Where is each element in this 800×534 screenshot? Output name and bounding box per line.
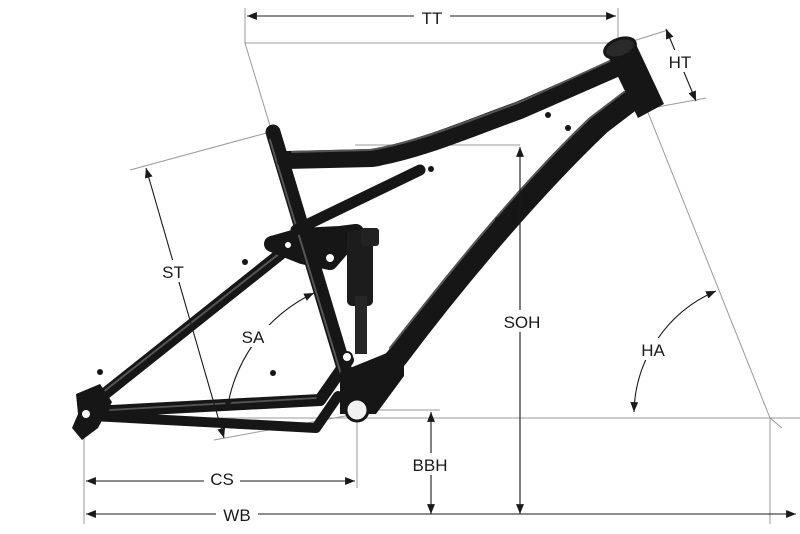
head-tube xyxy=(606,40,664,118)
soh-label: SOH xyxy=(504,313,541,332)
ha-label: HA xyxy=(641,341,665,360)
ht-label: HT xyxy=(669,53,692,72)
cable-guide xyxy=(428,166,434,172)
bbh-label: BBH xyxy=(413,456,448,475)
ha-label-bg xyxy=(636,338,670,360)
sa-label: SA xyxy=(242,328,265,347)
cable-guide xyxy=(431,315,437,321)
rocker-pivot xyxy=(324,252,336,264)
sa-angle-arc xyxy=(224,292,315,411)
cs-label: CS xyxy=(210,470,234,489)
rear-shock-shaft xyxy=(355,296,367,354)
tt-label-bg xyxy=(414,6,450,28)
cable-guide xyxy=(495,217,501,223)
bottom-bracket-gusset xyxy=(340,346,404,414)
construction-lines xyxy=(83,8,800,524)
frame-brace xyxy=(290,164,426,236)
seatstay-pivot xyxy=(283,240,293,250)
ht-bottom-extension xyxy=(651,97,707,109)
seat-stay xyxy=(86,234,304,410)
st-label-bg xyxy=(157,260,191,282)
rear-shock-body xyxy=(347,230,373,306)
cable-guide xyxy=(545,112,551,118)
seat-stay-highlight xyxy=(97,241,295,397)
cs-label-bg xyxy=(204,467,240,489)
bike-frame xyxy=(72,36,664,440)
rear-dropout xyxy=(72,384,112,440)
seat-tube-highlight xyxy=(269,139,351,405)
cable-guide xyxy=(565,125,571,131)
chainstay-pivot xyxy=(341,351,353,363)
ground-tick xyxy=(769,417,783,429)
cable-guide xyxy=(242,259,248,265)
tt-label: TT xyxy=(422,9,443,28)
top-tube-highlight xyxy=(291,59,613,153)
st-label: ST xyxy=(162,263,184,282)
top-tube xyxy=(277,59,625,169)
cable-guide xyxy=(270,370,276,376)
dimension-labels: TT HT ST SA SOH HA CS BBH WB xyxy=(157,6,698,525)
head-axis-guide xyxy=(644,104,771,419)
st-dimension xyxy=(144,167,226,439)
dimension-lines xyxy=(86,12,796,518)
soh-label-bg xyxy=(498,310,546,332)
ht-label-bg xyxy=(664,50,698,72)
sa-label-bg xyxy=(236,325,270,347)
rear-shock-reservoir xyxy=(361,228,379,246)
rear-axle xyxy=(82,410,90,418)
ht-top-extension xyxy=(629,29,669,43)
seat-tube xyxy=(265,124,364,416)
wb-label-bg xyxy=(216,503,258,525)
st-top-extension xyxy=(129,131,271,171)
head-tube-top-cap xyxy=(603,36,637,60)
cable-guide xyxy=(97,369,103,375)
down-tube-highlight xyxy=(389,91,625,349)
bbh-label-bg xyxy=(405,453,455,475)
bottom-bracket-shell xyxy=(344,397,370,423)
wb-label: WB xyxy=(223,506,250,525)
down-tube xyxy=(351,87,645,411)
